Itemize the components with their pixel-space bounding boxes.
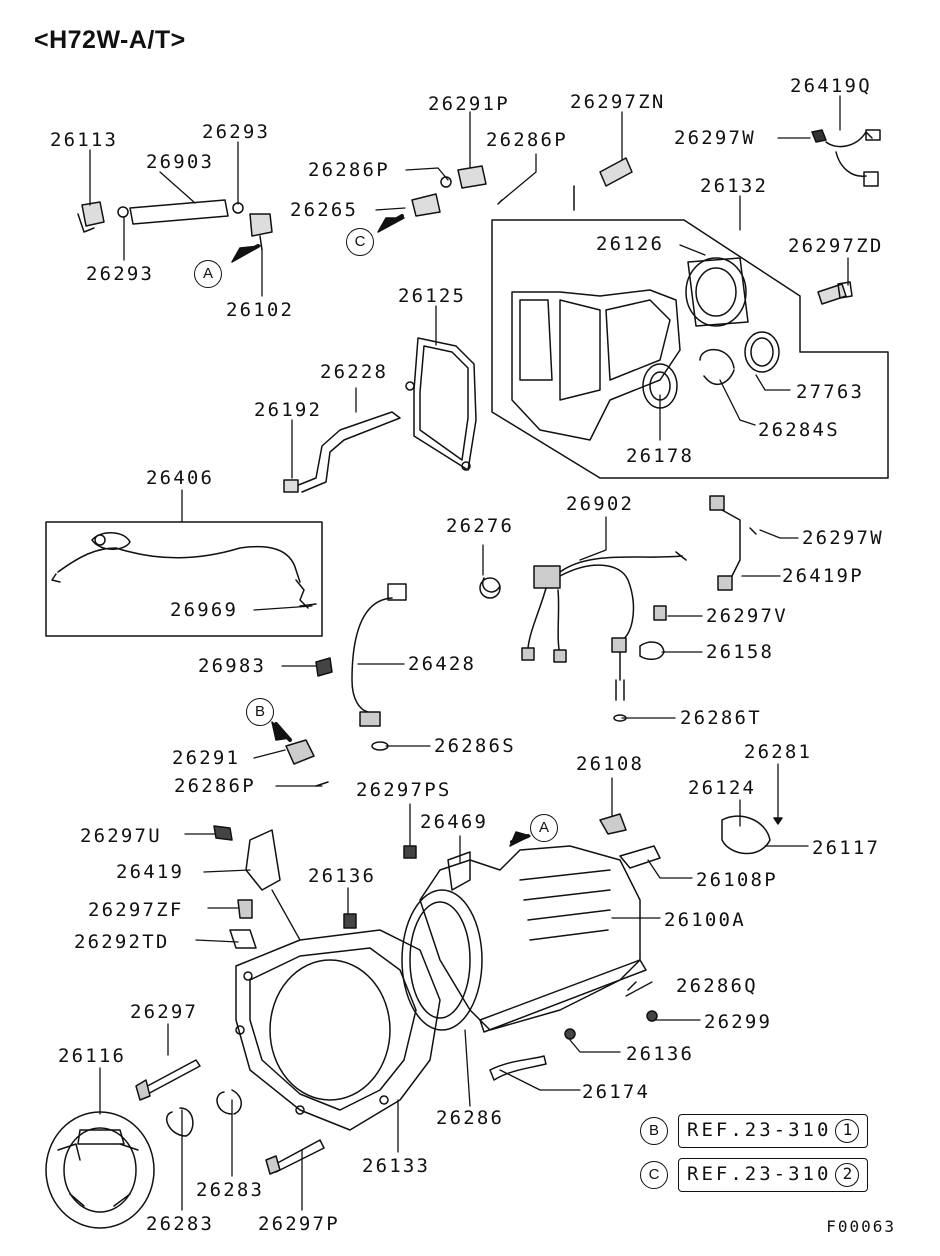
part-label: 26283 — [196, 1179, 265, 1201]
part-label: 26192 — [254, 399, 323, 421]
part-label: 26284S — [758, 419, 840, 441]
part-label: 26297W — [802, 527, 884, 549]
part-label: 26428 — [408, 653, 477, 675]
part-label: 26286S — [434, 735, 516, 757]
part-label: 26969 — [170, 599, 239, 621]
part-label: 26132 — [700, 175, 769, 197]
part-label: 26158 — [706, 641, 775, 663]
diagram-title: <H72W-A/T> — [34, 26, 186, 54]
solenoid-fittings — [213, 739, 783, 949]
part-label: 26102 — [226, 299, 295, 321]
flow-marker-c: C — [346, 228, 374, 256]
part-label: 26286P — [308, 159, 390, 181]
oil-pan-gasket — [405, 337, 477, 471]
reference-text: REF.23-310 — [687, 1119, 832, 1141]
part-label: 26117 — [812, 837, 881, 859]
part-label: 26136 — [308, 865, 377, 887]
part-label: 26228 — [320, 361, 389, 383]
flow-marker-c: C — [640, 1161, 668, 1189]
part-label: 26108P — [696, 869, 778, 891]
part-label: 26286P — [174, 775, 256, 797]
part-label: 26116 — [58, 1045, 127, 1067]
reference-number: 1 — [835, 1119, 860, 1143]
leader-lines — [89, 95, 849, 1211]
part-label: 26286 — [436, 1107, 505, 1129]
part-label: 26419Q — [790, 75, 872, 97]
part-label: 26291 — [172, 747, 241, 769]
main-wiring-harness — [479, 495, 757, 722]
flow-arrows — [231, 214, 531, 847]
part-label: 26297ZN — [570, 91, 666, 113]
part-label: 26283 — [146, 1213, 215, 1235]
flow-marker-a: A — [530, 814, 558, 842]
part-label: 26297V — [706, 605, 788, 627]
part-label: 26136 — [626, 1043, 695, 1065]
part-label: 26297W — [674, 127, 756, 149]
flow-marker-b: B — [246, 698, 274, 726]
part-label: 26419P — [782, 565, 864, 587]
part-label: 26124 — [688, 777, 757, 799]
part-label: 26469 — [420, 811, 489, 833]
part-label: 26100A — [664, 909, 746, 931]
reference-number: 2 — [835, 1163, 860, 1187]
top-fittings — [411, 129, 881, 305]
part-label: 26406 — [146, 467, 215, 489]
part-label: 26299 — [704, 1011, 773, 1033]
bolts-rings-converter — [45, 1059, 325, 1229]
part-label: 26125 — [398, 285, 467, 307]
figure-code: F00063 — [826, 1217, 896, 1236]
part-label: 26178 — [626, 445, 695, 467]
cooler-pipe-assembly — [77, 199, 273, 251]
part-label: 26293 — [86, 263, 155, 285]
part-label: 26983 — [198, 655, 267, 677]
part-label: 26291P — [428, 93, 510, 115]
harness-box-group — [45, 521, 323, 637]
part-label: 26292TD — [74, 931, 170, 953]
reference-text: REF.23-310 — [687, 1163, 832, 1185]
part-label: 26297U — [80, 825, 162, 847]
flow-marker-a: A — [194, 260, 222, 288]
part-label: 26276 — [446, 515, 515, 537]
part-label: 26297 — [130, 1001, 199, 1023]
part-label: 26133 — [362, 1155, 431, 1177]
part-label: 27763 — [796, 381, 865, 403]
part-label: 26265 — [290, 199, 359, 221]
part-label: 26286T — [680, 707, 762, 729]
part-label: 26297ZF — [88, 899, 184, 921]
flow-marker-b: B — [640, 1117, 668, 1145]
part-label: 26419 — [116, 861, 185, 883]
part-label: 26174 — [582, 1081, 651, 1103]
speed-sensor-harness — [315, 583, 407, 751]
extension-housing-group — [491, 185, 889, 479]
part-label: 26286Q — [676, 975, 758, 997]
part-label: 26281 — [744, 741, 813, 763]
part-label: 26108 — [576, 753, 645, 775]
part-label: 26297P — [258, 1213, 340, 1235]
part-label: 26297ZD — [788, 235, 884, 257]
part-label: 26113 — [50, 129, 119, 151]
part-label: 26293 — [202, 121, 271, 143]
part-label: 26902 — [566, 493, 635, 515]
oil-level-gauge — [283, 411, 401, 493]
part-label: 26286P — [486, 129, 568, 151]
part-label: 26126 — [596, 233, 665, 255]
transmission-case — [235, 845, 658, 1131]
part-label: 26903 — [146, 151, 215, 173]
part-label: 26297PS — [356, 779, 452, 801]
